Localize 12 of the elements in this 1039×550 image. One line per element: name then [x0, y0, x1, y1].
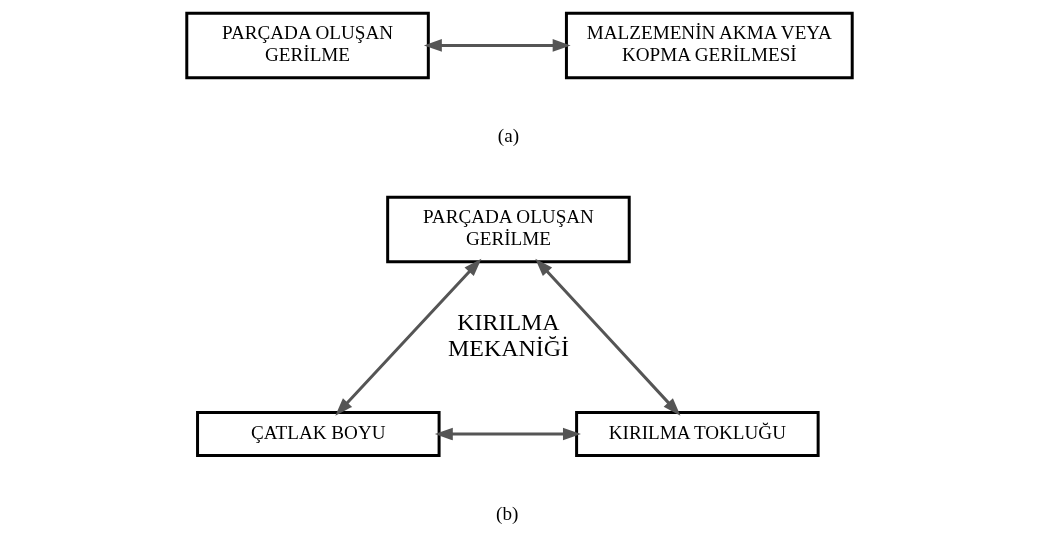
node-box: ÇATLAK BOYU	[196, 411, 441, 458]
arrow	[535, 258, 681, 416]
node-box: PARÇADA OLUŞAN GERİLME	[386, 195, 631, 264]
node-box: KIRILMA TOKLUĞU	[575, 411, 820, 458]
arrow	[434, 427, 581, 441]
node-box: PARÇADA OLUŞAN GERİLME	[185, 11, 430, 80]
arrow	[335, 258, 482, 416]
node-box: MALZEMENİN AKMA VEYA KOPMA GERİLMESİ	[564, 11, 854, 80]
label: (b)	[496, 502, 519, 524]
label: KIRILMA MEKANİĞİ	[448, 309, 569, 362]
label: (a)	[497, 125, 520, 147]
arrow	[423, 39, 571, 52]
